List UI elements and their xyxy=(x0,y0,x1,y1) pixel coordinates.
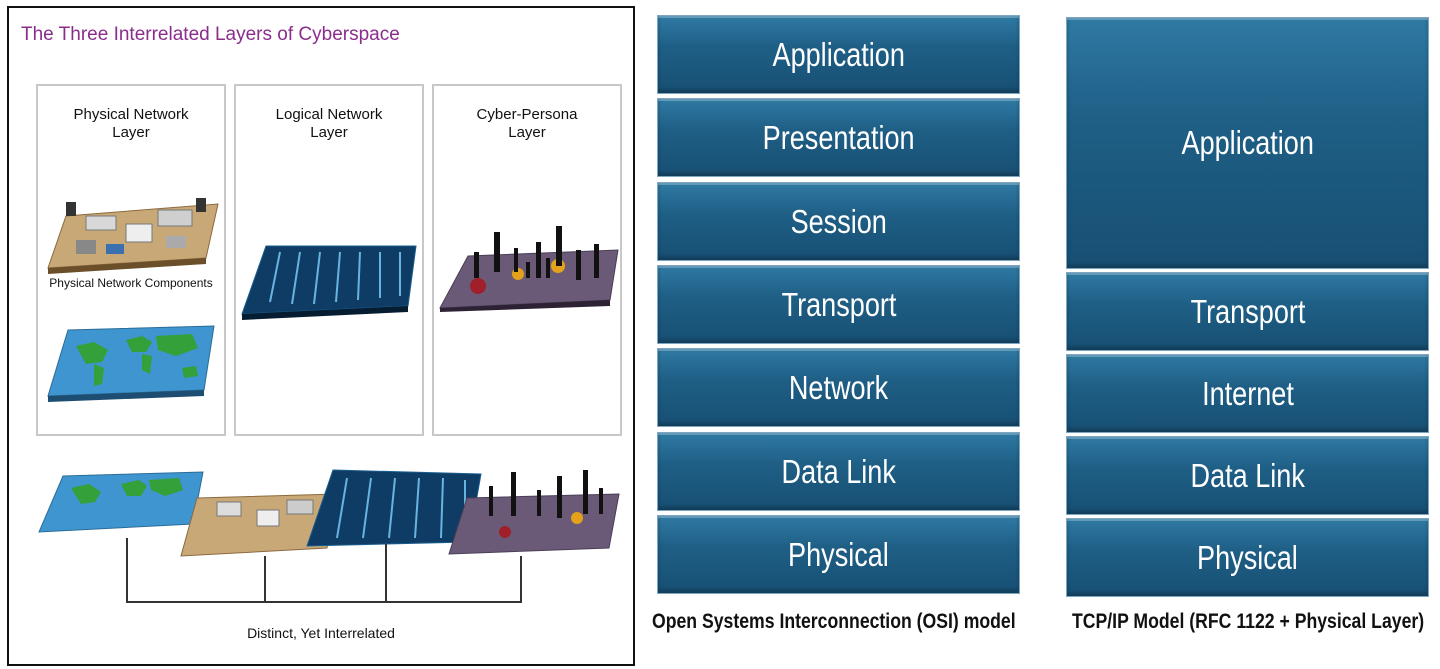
connector-line xyxy=(385,544,387,602)
tcpip-layer-internet: Internet xyxy=(1066,354,1429,433)
tcpip-layer-application: Application xyxy=(1066,17,1429,269)
osi-layer-data-link: Data Link xyxy=(657,432,1020,511)
tcpip-layer-label: Application xyxy=(1181,124,1314,161)
osi-layer-application: Application xyxy=(657,15,1020,94)
tcpip-layer-label: Internet xyxy=(1201,374,1294,412)
logical-layer-title: Logical Network Layer xyxy=(275,106,383,141)
osi-layer-physical: Physical xyxy=(657,515,1020,594)
connector-line xyxy=(126,538,128,602)
connector-line xyxy=(264,556,266,602)
figure-title: The Three Interrelated Layers of Cybersp… xyxy=(21,24,400,45)
osi-model-caption: Open Systems Interconnection (OSI) model xyxy=(652,610,1016,633)
cyber-persona-layer-box: Cyber-Persona Layer xyxy=(432,84,622,436)
logical-network-layer-box: Logical Network Layer xyxy=(234,84,424,436)
osi-layer-label: Presentation xyxy=(762,118,915,156)
connector-line xyxy=(520,556,522,602)
osi-layer-session: Session xyxy=(657,182,1020,261)
physical-components-label: Physical Network Components xyxy=(49,276,213,290)
tcpip-layer-label: Physical xyxy=(1197,538,1298,576)
binary-data-image xyxy=(241,245,417,320)
osi-layer-label: Physical xyxy=(788,535,889,573)
tcpip-model-caption: TCP/IP Model (RFC 1122 + Physical Layer) xyxy=(1072,610,1425,633)
connector-line xyxy=(126,601,522,603)
figure-caption: Distinct, Yet Interrelated xyxy=(247,625,395,641)
cyberspace-layers-figure: The Three Interrelated Layers of Cybersp… xyxy=(7,6,635,666)
tcpip-layer-transport: Transport xyxy=(1066,272,1429,351)
physical-components-image xyxy=(47,198,219,274)
tcpip-layer-physical: Physical xyxy=(1066,518,1429,597)
tcpip-layer-label: Data Link xyxy=(1190,456,1305,494)
osi-layer-label: Transport xyxy=(781,285,896,323)
osi-layer-label: Application xyxy=(772,35,905,73)
physical-network-layer-box: Physical Network Layer Physical Network … xyxy=(36,84,226,436)
interrelated-layers-composite-image xyxy=(38,469,620,557)
physical-layer-title: Physical Network Layer xyxy=(73,106,189,141)
osi-layer-presentation: Presentation xyxy=(657,98,1020,177)
world-map-image xyxy=(47,325,215,402)
osi-layer-label: Data Link xyxy=(781,452,896,490)
osi-layer-label: Session xyxy=(790,202,887,240)
persona-layer-title: Cyber-Persona Layer xyxy=(476,106,578,141)
osi-layer-network: Network xyxy=(657,348,1020,427)
osi-layer-label: Network xyxy=(788,368,889,406)
tcpip-layer-data-link: Data Link xyxy=(1066,436,1429,515)
people-silhouettes-image xyxy=(439,226,619,312)
osi-layer-transport: Transport xyxy=(657,265,1020,344)
tcpip-layer-label: Transport xyxy=(1190,292,1305,330)
